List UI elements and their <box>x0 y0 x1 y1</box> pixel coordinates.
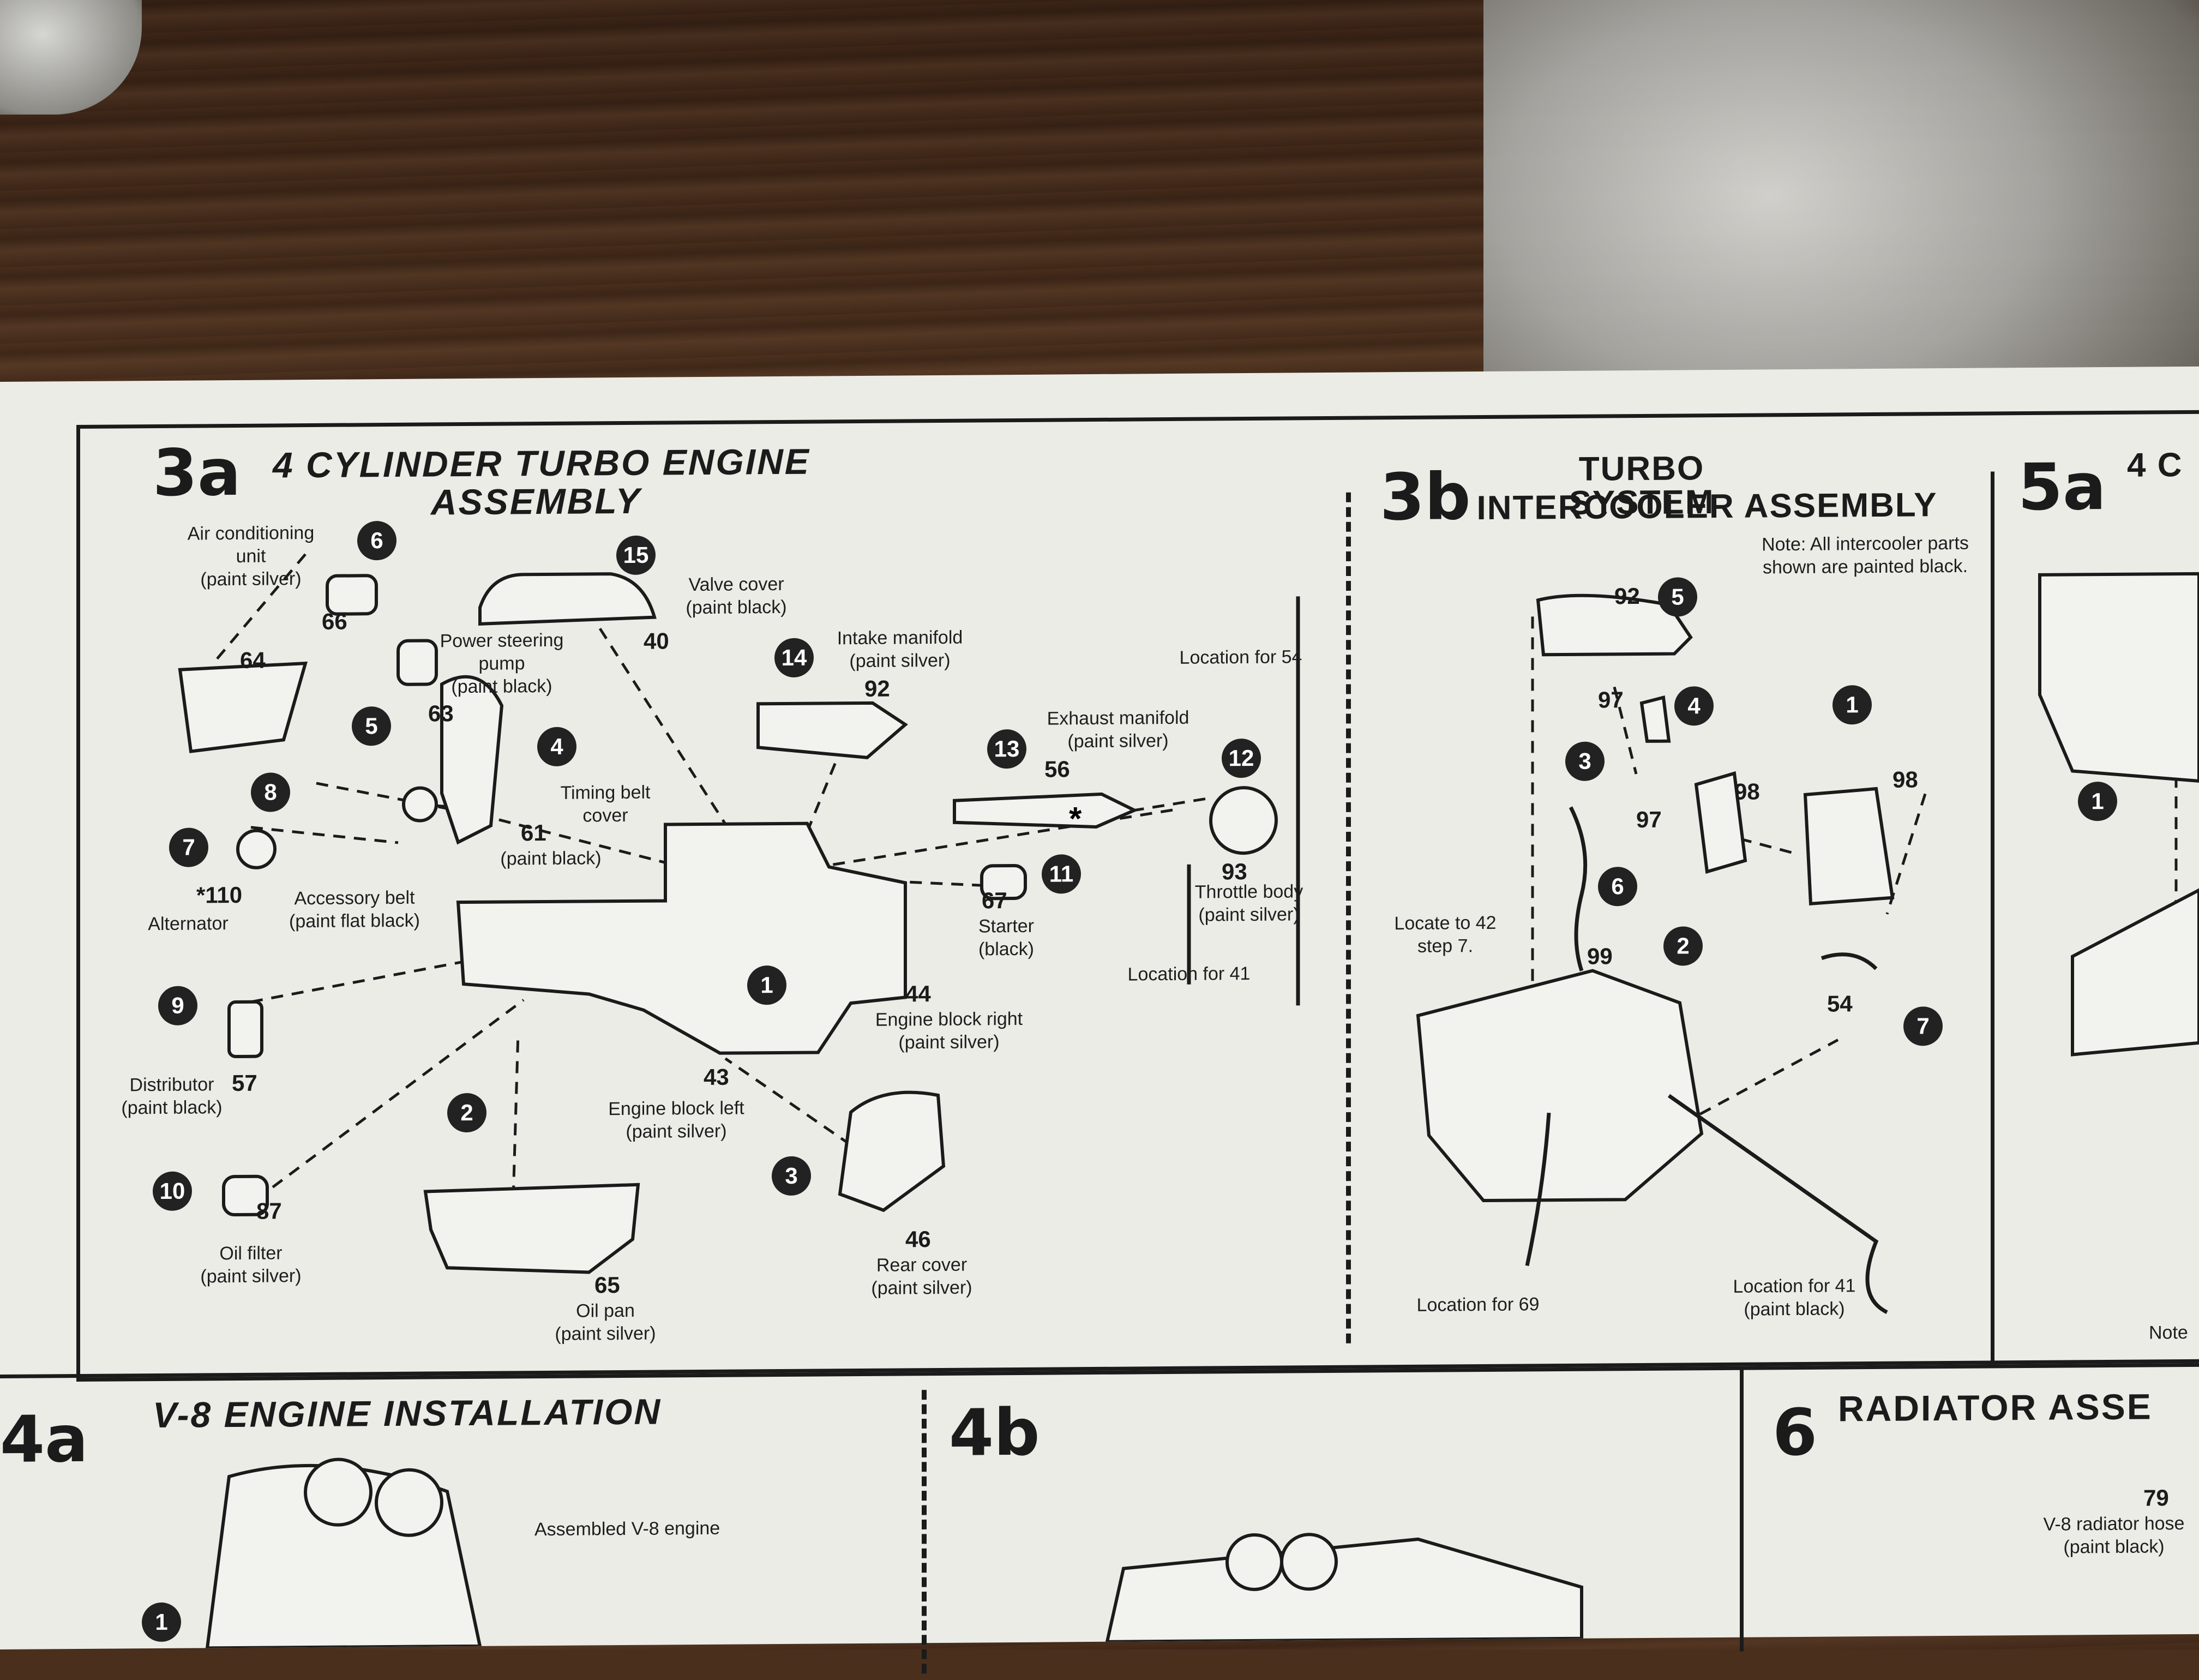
location-69-label: Location for 69 <box>1416 1294 1540 1316</box>
part-110: *110 <box>196 881 243 908</box>
part-67: 67 <box>982 887 1007 914</box>
rear-cover-label: Rear cover(paint silver) <box>871 1254 972 1299</box>
distributor-label: Distributor(paint black) <box>121 1074 223 1119</box>
step-5a-note: Note <box>2149 1322 2188 1343</box>
part-46: 46 <box>905 1226 931 1252</box>
step-circle-14: 14 <box>774 638 814 678</box>
part-92-intercooler: 92 <box>1614 583 1640 609</box>
location-41-3b-label: Location for 41(paint black) <box>1733 1275 1856 1320</box>
step-circle-4-3b: 4 <box>1674 686 1714 726</box>
engine-line-art <box>178 553 2199 1650</box>
step-3b-title-line2: INTERCOOLER ASSEMBLY <box>1476 486 1938 527</box>
step-circle-1-3b: 1 <box>1832 685 1872 725</box>
step-circle-6: 6 <box>357 520 396 561</box>
step-circle-2: 2 <box>447 1093 486 1133</box>
accessory-belt-label: Accessory belt(paint flat black) <box>289 887 420 932</box>
step-circle-11: 11 <box>1042 854 1081 894</box>
step-3b-number: 3b <box>1380 459 1471 535</box>
step-5a-number: 5a <box>2018 449 2106 525</box>
step-circle-15: 15 <box>616 535 656 575</box>
radiator-hose-label: V-8 radiator hose(paint black) <box>2043 1513 2185 1558</box>
step-4b-number: 4b <box>949 1394 1040 1471</box>
step-circle-1-5a: 1 <box>2078 781 2117 821</box>
engine-block-right-label: Engine block right(paint silver) <box>875 1008 1023 1053</box>
part-87: 87 <box>256 1198 282 1224</box>
part-61: 61 <box>521 820 546 846</box>
step-circle-3: 3 <box>772 1156 811 1196</box>
step-5a-title: 4 C <box>2127 446 2183 484</box>
part-99: 99 <box>1587 943 1613 969</box>
step-circle-5-3b: 5 <box>1658 577 1697 617</box>
step-circle-12: 12 <box>1222 738 1261 778</box>
part-97-b: 97 <box>1636 806 1662 833</box>
step-4a-title: V-8 ENGINE INSTALLATION <box>153 1391 662 1436</box>
part-66: 66 <box>322 608 347 634</box>
step-circle-1-4a: 1 <box>142 1602 181 1642</box>
part-54: 54 <box>1827 991 1853 1017</box>
step-circle-7-3b: 7 <box>1903 1006 1943 1046</box>
exhaust-manifold-label: Exhaust manifold(paint silver) <box>1047 707 1189 752</box>
step-circle-8: 8 <box>251 772 290 812</box>
alternator-label: Alternator <box>148 913 229 935</box>
part-43: 43 <box>704 1064 729 1090</box>
step-6-title: RADIATOR ASSE <box>1838 1386 2153 1429</box>
part-97-a: 97 <box>1598 687 1624 713</box>
step-circle-10: 10 <box>153 1171 192 1211</box>
step-circle-9: 9 <box>158 986 197 1025</box>
step-circle-4: 4 <box>537 727 576 767</box>
part-98-b: 98 <box>1892 766 1918 793</box>
intake-manifold-label: Intake manifold(paint silver) <box>837 627 963 672</box>
assembled-v8-label: Assembled V-8 engine <box>534 1517 720 1540</box>
part-79: 79 <box>2143 1485 2169 1511</box>
step-circle-7: 7 <box>169 827 208 867</box>
step-circle-2-3b: 2 <box>1663 926 1703 966</box>
throttle-body-label: Throttle body(paint silver) <box>1194 881 1303 926</box>
step-4a-number: 4a <box>0 1401 88 1477</box>
location-54-label: Location for 54 <box>1179 646 1302 668</box>
part-40: 40 <box>644 628 669 654</box>
step-circle-3-3b: 3 <box>1565 741 1605 781</box>
part-44: 44 <box>905 981 931 1007</box>
step-circle-5: 5 <box>352 706 391 746</box>
step-circle-6-3b: 6 <box>1598 867 1637 907</box>
engine-block-left-label: Engine block left(paint silver) <box>608 1097 744 1142</box>
location-41-label: Location for 41 <box>1127 963 1251 985</box>
starter-label: Starter(black) <box>978 915 1035 960</box>
part-64: 64 <box>240 647 266 673</box>
oil-filter-label: Oil filter(paint silver) <box>200 1243 302 1287</box>
part-92-intake: 92 <box>864 675 890 701</box>
part-65: 65 <box>594 1272 620 1298</box>
oil-pan-label: Oil pan(paint silver) <box>555 1300 656 1345</box>
instruction-sheet: 3a 4 CYLINDER TURBO ENGINE ASSEMBLY <box>0 366 2199 1674</box>
timing-belt-paint-label: (paint black) <box>500 848 602 869</box>
step-circle-1: 1 <box>747 965 786 1005</box>
step-6-number: 6 <box>1773 1394 1818 1471</box>
part-56: 56 <box>1044 756 1070 782</box>
valve-cover-label: Valve cover(paint black) <box>686 573 787 619</box>
part-98-a: 98 <box>1734 778 1760 805</box>
part-63: 63 <box>428 700 454 727</box>
asterisk-marker: * <box>1069 800 1082 837</box>
step-circle-13: 13 <box>987 729 1026 769</box>
part-57: 57 <box>232 1070 257 1096</box>
